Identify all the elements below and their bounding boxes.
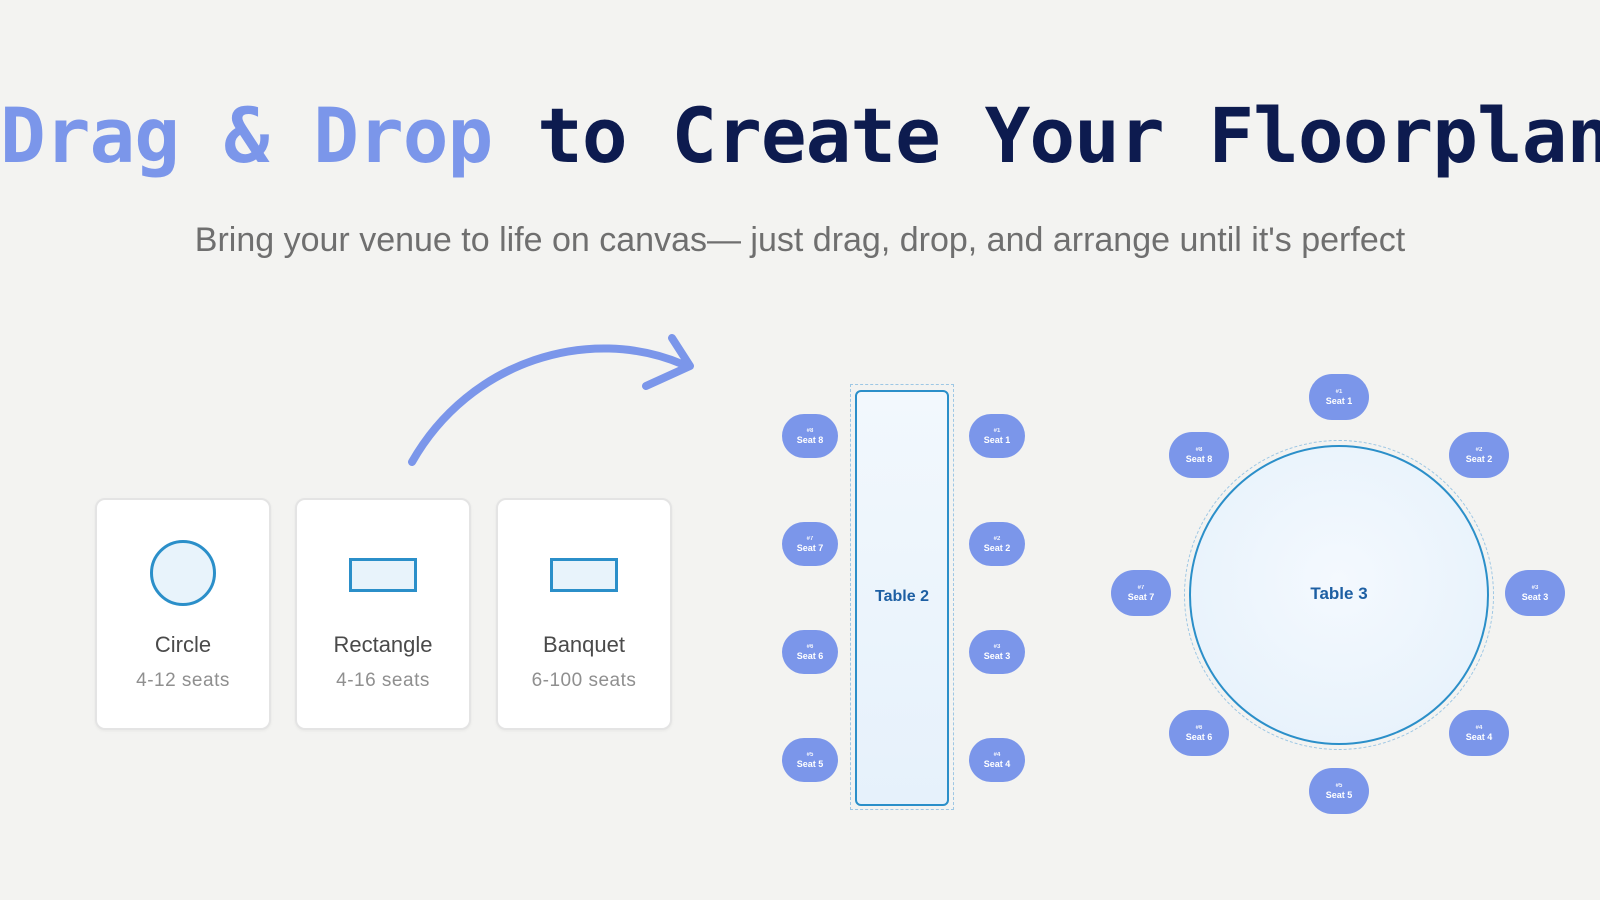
rectangle-shape-icon: [349, 558, 417, 592]
seat-number: #6: [806, 643, 814, 650]
seat-number: #7: [806, 535, 814, 542]
seat-label: Seat 8: [1185, 453, 1213, 464]
table-2-label: Table 2: [875, 588, 929, 605]
seat-number: #8: [1195, 446, 1203, 453]
seat-label: Seat 3: [983, 650, 1011, 661]
seat-number: #4: [1475, 724, 1483, 731]
seat-number: #5: [1335, 782, 1343, 789]
seat-label: Seat 7: [796, 542, 824, 553]
table-3[interactable]: [1189, 445, 1489, 745]
drag-arrow-icon: [408, 334, 694, 466]
seat-label: Seat 8: [796, 434, 824, 445]
table-3-selection-outline: [1184, 440, 1494, 750]
seat-number: #3: [1531, 584, 1539, 591]
shape-name: Banquet: [543, 632, 625, 657]
seat-number: #2: [993, 535, 1001, 542]
seat-label: Seat 3: [1521, 591, 1549, 602]
seat-label: Seat 2: [1465, 453, 1493, 464]
seat-number: #5: [806, 751, 814, 758]
seat-label: Seat 2: [983, 542, 1011, 553]
table-2[interactable]: [855, 390, 949, 806]
shape-name: Rectangle: [333, 632, 433, 657]
headline-rest: to Create Your Floorplan: [492, 91, 1600, 180]
banquet-shape-icon: [550, 558, 618, 592]
seat-number: #4: [993, 751, 1001, 758]
seat-label: Seat 4: [983, 758, 1011, 769]
seat-number: #7: [1137, 584, 1145, 591]
circle-shape-icon: [150, 540, 216, 606]
seat-number: #1: [1335, 388, 1343, 395]
seat-number: #3: [993, 643, 1001, 650]
page-subtitle: Bring your venue to life on canvas— just…: [194, 221, 1406, 259]
table-3-label: Table 3: [1310, 584, 1368, 603]
seat-label: Seat 7: [1127, 591, 1155, 602]
seat-label: Seat 5: [796, 758, 824, 769]
shape-seats: 4-16 seats: [336, 670, 430, 691]
seat-label: Seat 6: [796, 650, 824, 661]
shape-name: Circle: [154, 632, 212, 657]
table-2-selection-outline: [850, 384, 954, 810]
seat-label: Seat 1: [1325, 395, 1353, 406]
seat-label: Seat 4: [1465, 731, 1493, 742]
shape-card-circle[interactable]: Circle 4-12 seats: [95, 498, 271, 730]
seat-number: #8: [806, 427, 814, 434]
shape-seats: 4-12 seats: [136, 670, 230, 691]
page-headline: Drag & Drop to Create Your Floorplan: [0, 88, 1600, 184]
seat-label: Seat 5: [1325, 789, 1353, 800]
shape-card-rectangle[interactable]: Rectangle 4-16 seats: [295, 498, 471, 730]
shape-seats: 6-100 seats: [531, 670, 637, 691]
headline-accent: Drag & Drop: [0, 91, 493, 180]
seat-number: #2: [1475, 446, 1483, 453]
seat-number: #1: [993, 427, 1001, 434]
seat-label: Seat 6: [1185, 731, 1213, 742]
seat-number: #6: [1195, 724, 1203, 731]
seat-label: Seat 1: [983, 434, 1011, 445]
shape-card-banquet[interactable]: Banquet 6-100 seats: [496, 498, 672, 730]
